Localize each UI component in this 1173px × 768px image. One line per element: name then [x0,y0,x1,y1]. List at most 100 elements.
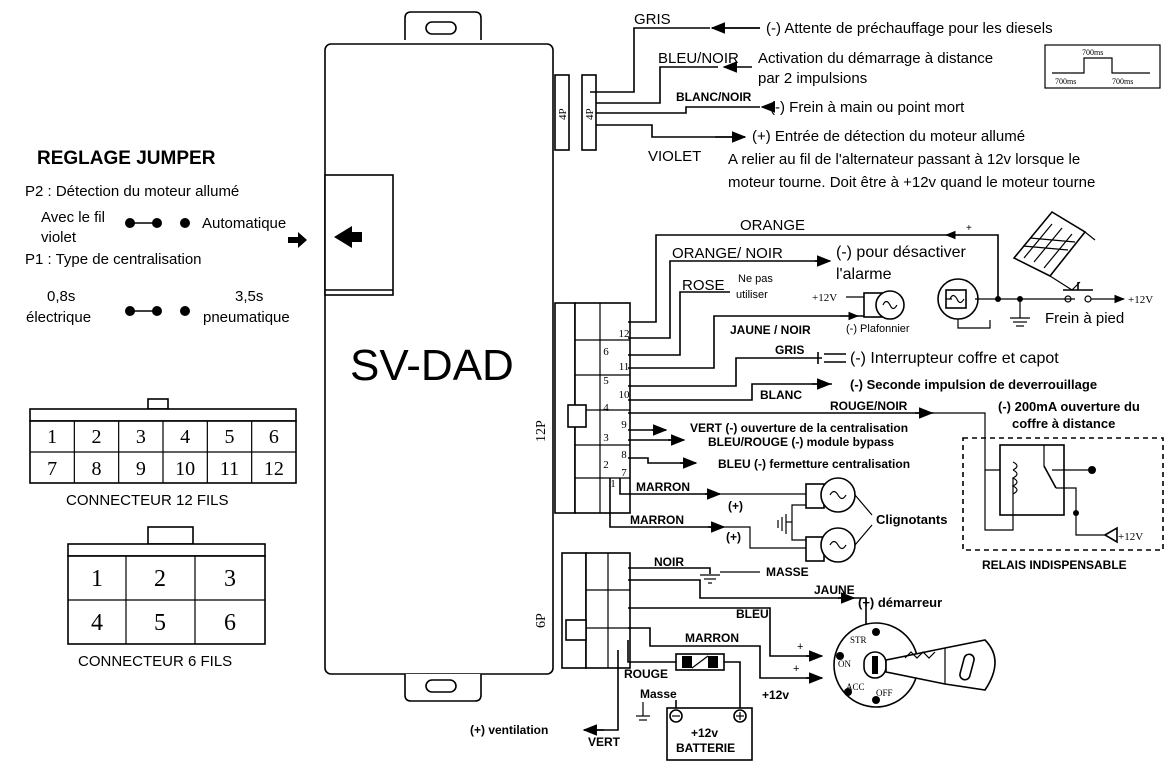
module-pin-number: 6 [603,346,609,358]
frein-pied-group: +12V Frein à pied [937,210,1153,329]
pulse-bottom-right: 700ms [1112,77,1133,86]
clignotants-label: Clignotants [876,512,948,527]
key-on: ON [838,659,851,669]
module-pin-number: 8 [621,449,627,461]
module-pin-number: 2 [603,459,609,471]
wire-jaune-noir: JAUNE / NOIR [730,323,811,337]
gris-mid-desc: (-) Interrupteur coffre et capot [850,350,1059,367]
wire-violet: VIOLET [648,148,701,165]
connector12-pin: 11 [220,458,239,480]
wire-vert: VERT (-) ouverture de la centralisation [690,421,908,435]
violet-desc-3: moteur tourne. Doit être à +12v quand le… [728,174,1095,191]
violet-desc-2: A relier au fil de l'alternateur passant… [728,151,1080,168]
jumper-arrow [288,232,307,248]
wire-orange-noir: ORANGE/ NOIR [672,245,783,262]
ignition-key: STR ON ACC OFF [833,622,996,708]
key-plus-1: + [797,641,803,653]
relais-group: +12V RELAIS INDISPENSABLE [962,437,1164,572]
wire-jaune: JAUNE [814,583,855,597]
relais-caption: RELAIS INDISPENSABLE [982,558,1127,572]
wire-blanc: BLANC [760,388,802,402]
wire-orange: ORANGE [740,217,805,234]
connector12-pin: 4 [180,426,190,448]
frein-plus: + [966,223,972,234]
gris-top-desc: (-) Attente de préchauffage pour les die… [766,20,1053,37]
pulse-diagram: 700ms 700ms 700ms [1044,44,1161,89]
masse-batt-label: Masse [640,687,677,701]
key-plus-2: + [793,663,799,675]
battery-label-2: BATTERIE [676,741,735,755]
connector-6p: 6P [534,552,631,669]
connector12-pin: 3 [136,426,146,448]
wire-bleu-noir: BLEU/NOIR [658,50,739,67]
rouge-noir-desc-1: (-) 200mA ouverture du [998,399,1140,414]
module-pin-number: 9 [621,419,627,431]
masse-label: MASSE [766,565,809,579]
mid-wires: + ORANGE ORANGE/ NOIR (-) pour désactive… [609,210,1164,572]
wire-noir: NOIR [654,555,684,569]
bleu-noir-desc-2: par 2 impulsions [758,70,867,87]
wire-rose: ROSE [682,277,725,294]
clignotants-group: Clignotants [777,477,948,563]
frein-plus12: +12V [1128,294,1153,306]
orange-noir-desc-2: l'alarme [836,266,892,283]
connector12-pin: 12 [264,458,284,480]
pulse-top: 700ms [1082,48,1103,57]
module-pin-number: 5 [603,375,609,387]
blanc-desc: (-) Seconde impulsion de deverrouillage [850,377,1097,392]
blanc-noir-desc: (-) Frein à main ou point mort [770,99,965,116]
wire-marron-bottom: MARRON [685,631,739,645]
connector6-pin: 4 [91,610,103,636]
key-str: STR [850,635,867,645]
wire-bleu: BLEU (-) fermetture centralisation [718,457,910,471]
bleu-noir-desc-1: Activation du démarrage à distance [758,50,993,67]
battery-label-1: +12v [691,726,718,740]
jumper-p1-left-1: 0,8s [47,288,75,305]
connector12-pin: 6 [269,426,279,448]
wire-gris-mid: GRIS [775,343,804,357]
plus12v-label: +12v [762,688,789,702]
key-acc: ACC [846,682,865,692]
jumper-p2-right: Automatique [202,215,286,232]
wire-rouge-noir: ROUGE/NOIR [830,399,908,413]
wire-vert-bottom: VERT [588,735,621,749]
wire-marron-2: MARRON [630,513,684,527]
connector6-pin: 3 [224,566,236,592]
connector12-pin: 5 [225,426,235,448]
plus-1: (+) [728,499,743,513]
plus-2: (+) [726,530,741,544]
wire-bleu-rouge: BLEU/ROUGE (-) module bypass [708,435,894,449]
top-wires: GRIS (-) Attente de préchauffage pour le… [590,11,1161,191]
wire-bleu-bottom: BLEU [736,607,769,621]
violet-desc-1: (+) Entrée de détection du moteur allumé [752,128,1025,145]
jumper-p1-right-2: pneumatique [203,309,290,326]
module-pin-number: 3 [603,432,609,444]
jumper-settings: REGLAGE JUMPER P2 : Détection du moteur … [25,148,290,326]
wire-gris-top: GRIS [634,11,671,28]
connector6-pin: 2 [154,566,166,592]
connector12-pin: 8 [92,458,102,480]
jumper-p2-left-2: violet [41,229,77,246]
jumper-p1-right-1: 3,5s [235,288,263,305]
ventilation-label: (+) ventilation [470,723,548,737]
connector6-pin: 5 [154,610,166,636]
module-body: SV-DAD [324,11,554,702]
conn-4p-label-b: 4P [584,108,596,120]
connector6-pin: 1 [91,566,103,592]
connector12-pin: 1 [47,426,57,448]
rose-desc-2: utiliser [736,289,768,301]
conn-12p-label: 12P [534,420,549,442]
jumper-p2-left-1: Avec le fil [41,209,105,226]
connector12-pin: 7 [47,458,57,480]
relais-plus12: +12V [1118,531,1143,543]
bottom-wires: NOIR MASSE JAUNE (+) démarreur BLEU + MA… [470,555,996,761]
jumper-p1-left-2: électrique [26,309,91,326]
jumper-p1-title: P1 : Type de centralisation [25,251,202,268]
module-pin-number: 10 [619,389,631,401]
connector12-caption: CONNECTEUR 12 FILS [66,492,229,509]
